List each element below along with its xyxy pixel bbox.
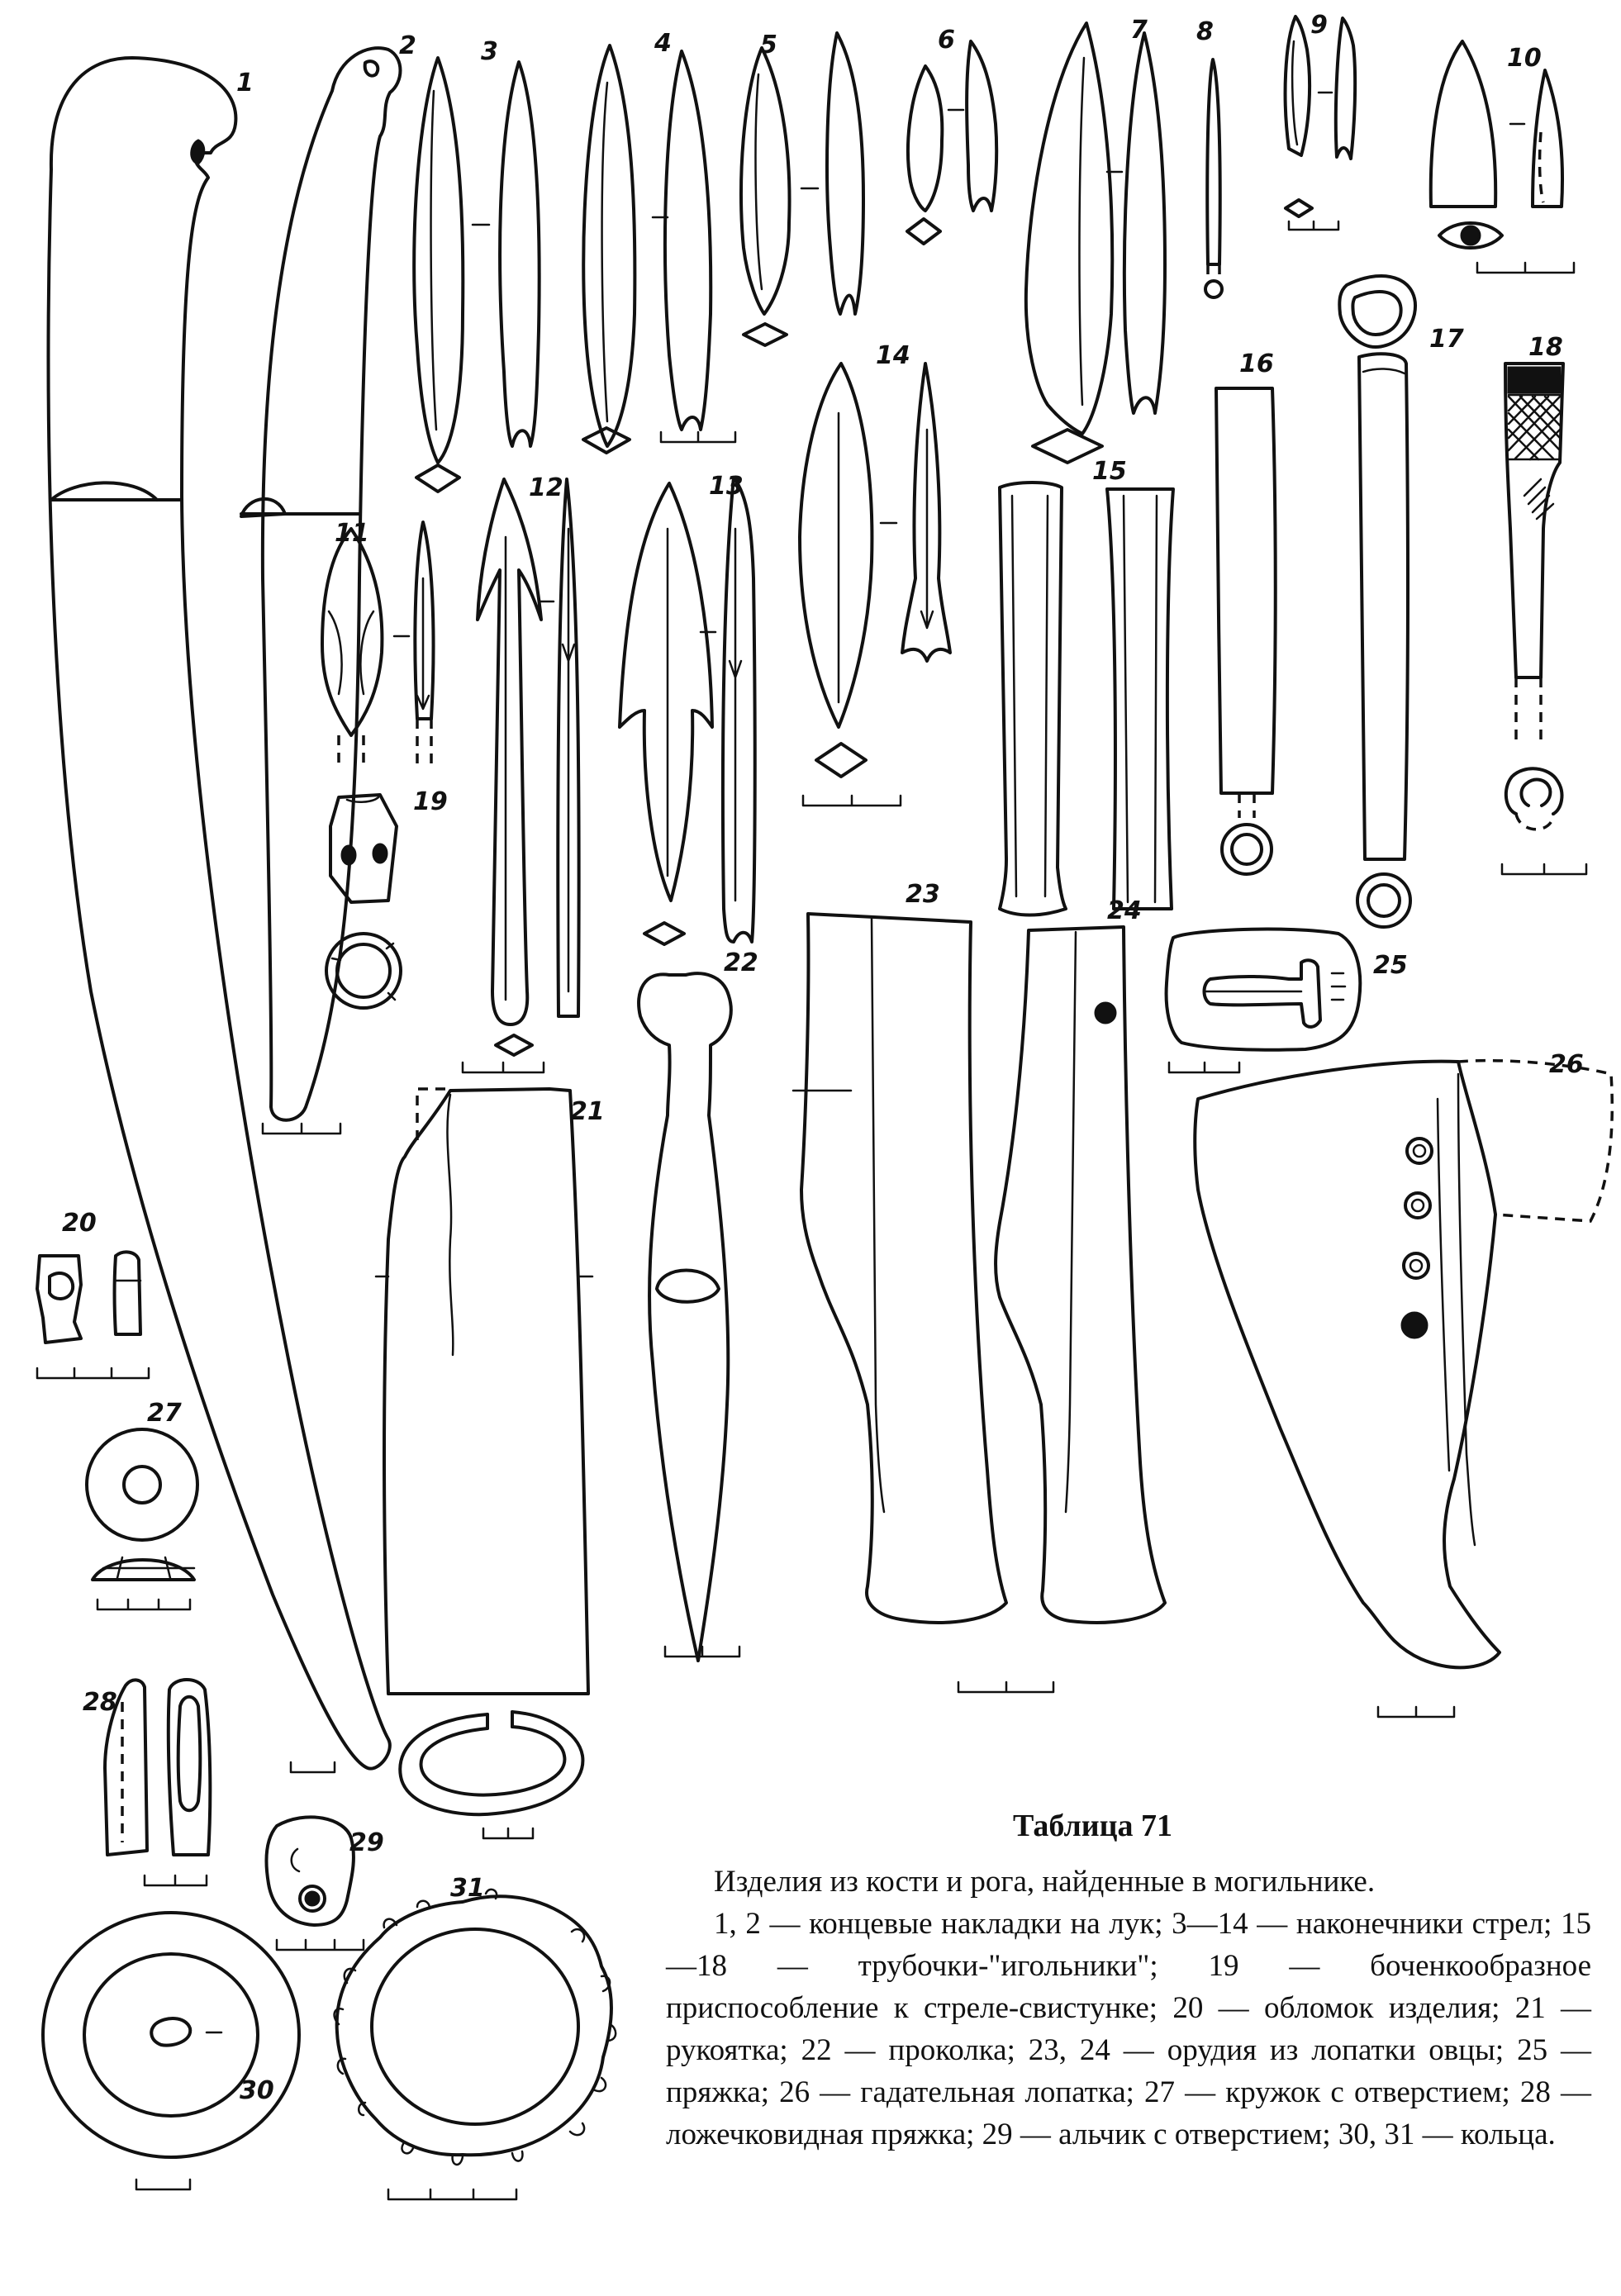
fig-num-1: 1	[236, 69, 254, 97]
item-19-whistle-piece	[325, 793, 402, 1010]
fig-num-7: 7	[1130, 16, 1148, 45]
item-5-arrowhead	[739, 31, 865, 347]
fig-num-18: 18	[1528, 333, 1563, 362]
fig-num-16: 16	[1239, 349, 1274, 378]
fig-num-30: 30	[240, 2076, 274, 2105]
item-17-needle-case	[1338, 274, 1418, 929]
fig-num-2: 2	[399, 31, 416, 60]
item-26-divination-scapula	[1193, 1058, 1614, 1718]
fig-num-5: 5	[760, 31, 777, 59]
item-27-disc	[85, 1428, 199, 1611]
item-14-arrowhead	[798, 362, 952, 807]
item-13-arrowhead	[618, 476, 757, 946]
item-11-arrowhead	[321, 521, 435, 764]
item-22-awl	[637, 972, 741, 1662]
item-24-scapula-tool	[994, 925, 1167, 1624]
caption-body: 1, 2 — концевые накладки на лук; 3—14 — …	[666, 1907, 1591, 2151]
item-2-bow-plate	[240, 46, 402, 1122]
plate-caption: Изделия из кости и рога, найденные в мог…	[666, 1861, 1591, 2156]
item-28-spoon-buckle	[103, 1678, 212, 1887]
caption-heading: Изделия из кости и рога, найденные в мог…	[714, 1865, 1376, 1899]
item-18-needle-case	[1500, 362, 1588, 876]
item-1-bow-plate	[46, 56, 392, 1771]
fig-num-6: 6	[938, 26, 955, 55]
fig-num-27: 27	[147, 1399, 182, 1428]
plate-title: Таблица 71	[1013, 1809, 1173, 1843]
fig-num-22: 22	[724, 948, 758, 977]
item-21-handle	[374, 1087, 594, 1840]
scale-bar-2	[261, 1122, 342, 1135]
item-8-needle	[1204, 58, 1224, 299]
fig-num-8: 8	[1196, 17, 1214, 46]
scale-bar-1	[289, 1761, 336, 1774]
fig-num-28: 28	[83, 1688, 117, 1717]
item-6-arrowhead	[906, 40, 999, 245]
fig-num-21: 21	[570, 1097, 605, 1126]
item-15-needle-case	[998, 481, 1175, 917]
item-10-arrowhead	[1428, 40, 1576, 274]
item-7-arrowhead	[1024, 21, 1167, 464]
fig-num-14: 14	[876, 341, 910, 370]
item-20-fragment	[36, 1250, 150, 1380]
item-31-ring	[333, 1888, 617, 2201]
item-23-scapula-tool	[800, 912, 1055, 1694]
fig-num-11: 11	[335, 519, 369, 548]
fig-num-9: 9	[1310, 11, 1328, 40]
fig-num-17: 17	[1429, 325, 1464, 354]
item-3-arrowhead	[412, 56, 541, 493]
item-12-arrowhead	[461, 478, 581, 1074]
fig-num-19: 19	[413, 787, 448, 816]
fig-num-13: 13	[709, 472, 744, 501]
fig-num-12: 12	[529, 473, 563, 502]
item-4-arrowhead	[582, 44, 737, 454]
item-9-arrowhead	[1283, 15, 1357, 231]
item-29-astragalus	[264, 1815, 365, 1951]
fig-num-24: 24	[1107, 896, 1142, 925]
fig-num-15: 15	[1092, 457, 1127, 486]
fig-num-31: 31	[450, 1874, 485, 1903]
item-16-needle-case	[1215, 387, 1277, 876]
fig-num-20: 20	[62, 1209, 97, 1238]
fig-num-3: 3	[481, 37, 498, 66]
fig-num-25: 25	[1373, 951, 1408, 980]
fig-num-23: 23	[906, 880, 940, 909]
item-30-ring	[41, 1911, 301, 2191]
item-25-buckle	[1164, 927, 1362, 1074]
fig-num-29: 29	[349, 1828, 384, 1857]
fig-num-26: 26	[1549, 1050, 1584, 1079]
fig-num-4: 4	[654, 29, 672, 58]
fig-num-10: 10	[1507, 44, 1542, 73]
